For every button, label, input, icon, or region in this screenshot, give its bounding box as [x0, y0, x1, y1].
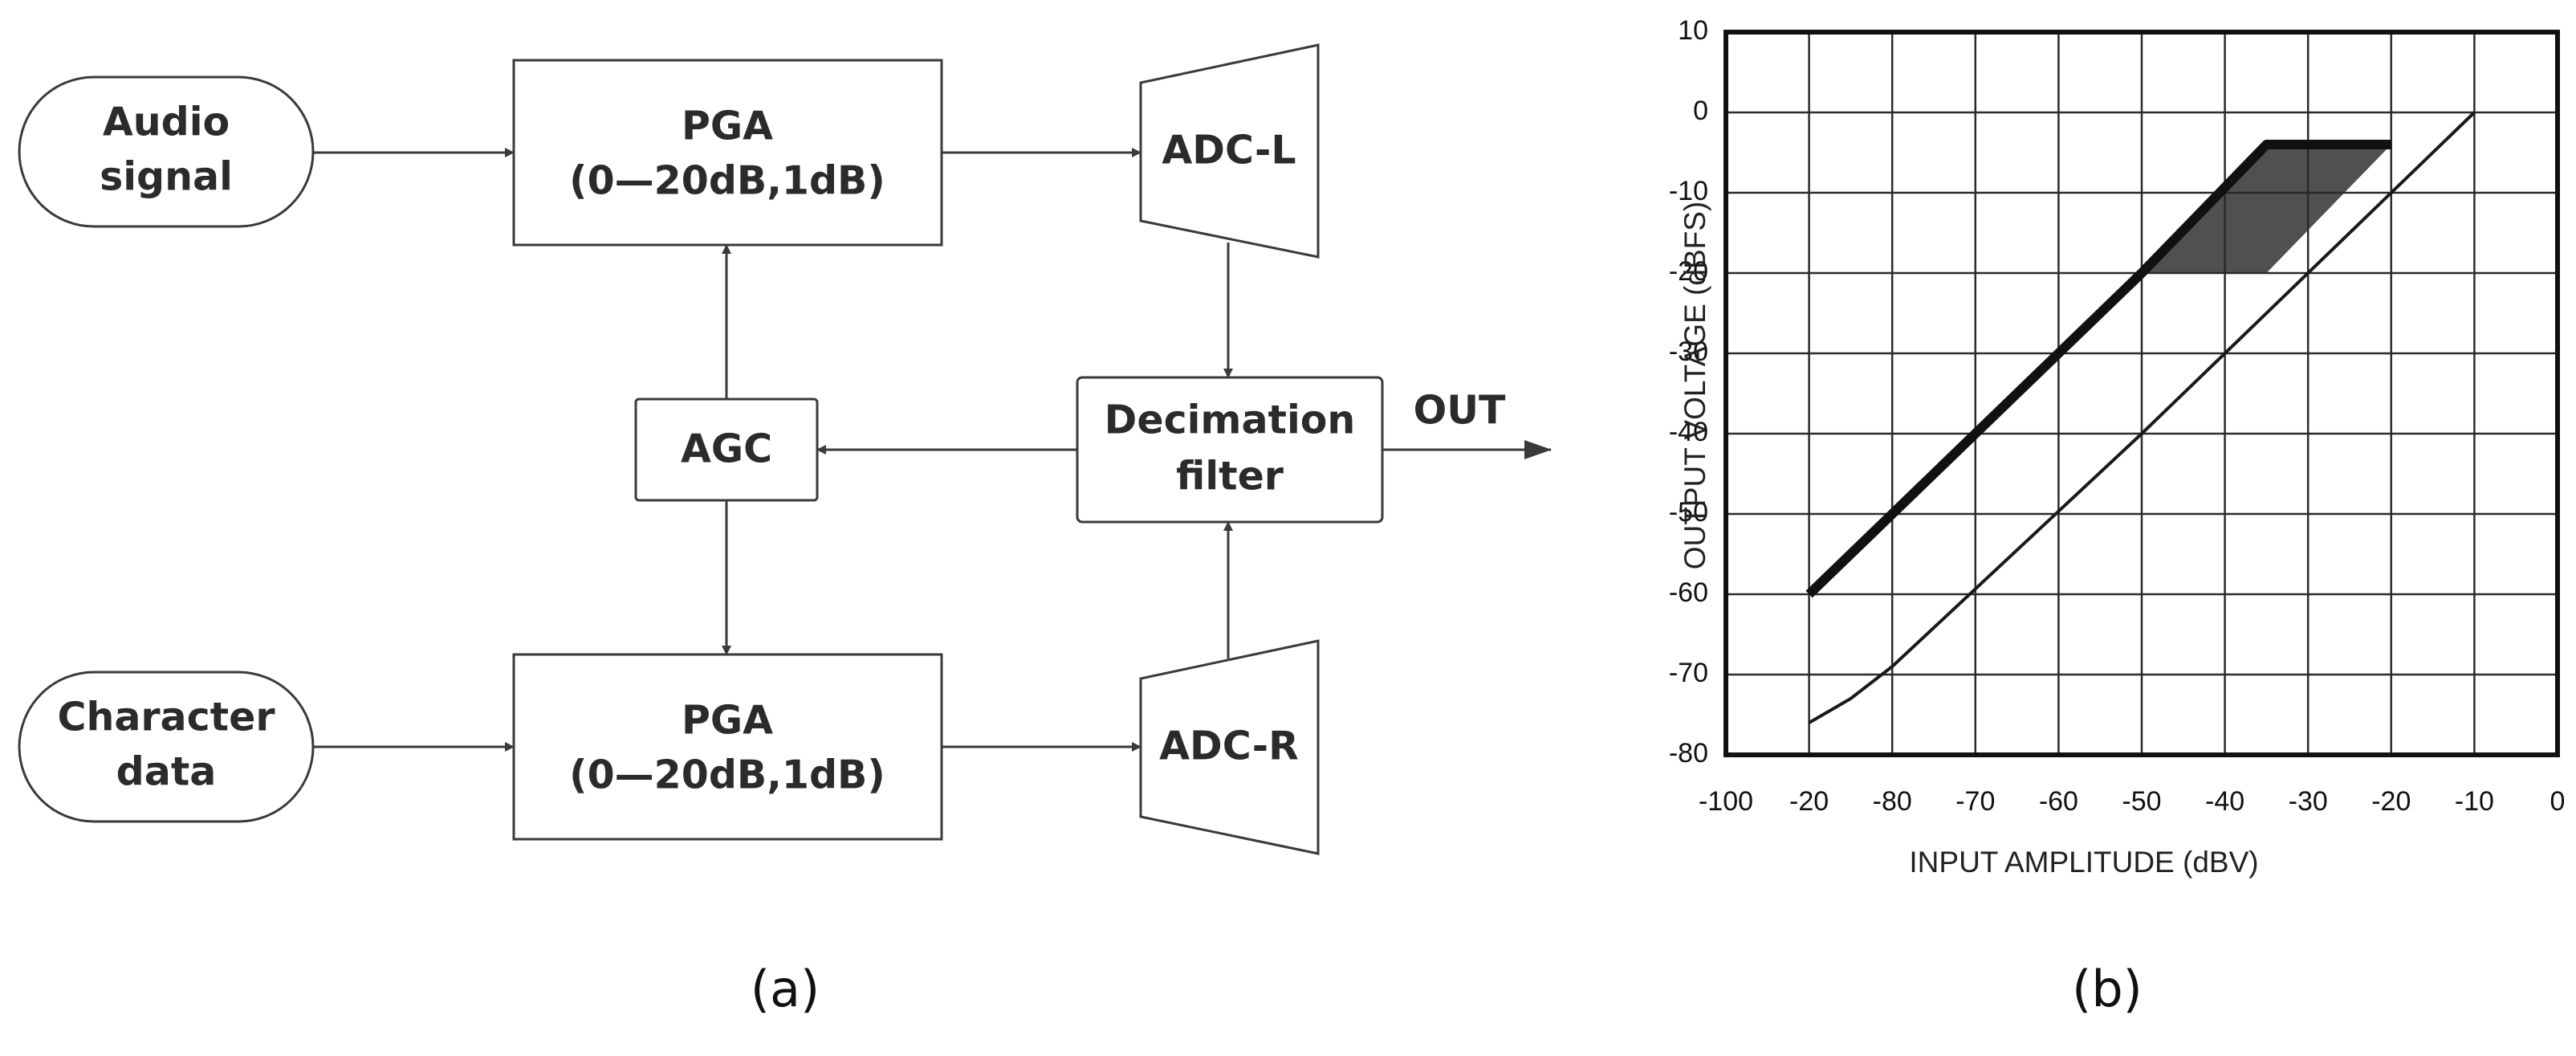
chart-y-ticks: 10 0 -10 -20 -30 -40 -50 -60 -70 -80 [1669, 15, 1708, 769]
chart-y-tick-label: -30 [1669, 336, 1708, 367]
chart-x-tick-label: -70 [1955, 786, 1995, 817]
character-data-label-2: data [116, 749, 217, 795]
chart-x-tick-label: -80 [1873, 786, 1912, 817]
adc-right-block: ADC-R [1139, 639, 1320, 855]
agc-label: AGC [681, 426, 772, 472]
chart-shaded-region [2142, 145, 2391, 273]
caption-a: (a) [751, 960, 820, 1018]
pga-bottom-label-1: PGA [682, 698, 773, 744]
adc-left-block: ADC-L [1139, 43, 1320, 259]
chart-y-tick-label: 0 [1693, 96, 1708, 126]
chart-x-tick-label: -60 [2039, 786, 2078, 817]
chart-x-tick-label: -30 [2289, 786, 2328, 817]
chart-series-thick [1805, 140, 2391, 598]
chart-y-tick-label: -60 [1669, 577, 1708, 608]
pga-top-label-2: (0—20dB,1dB) [569, 158, 885, 204]
pga-bottom-block: PGA (0—20dB,1dB) [512, 653, 943, 841]
chart-y-tick-label: -50 [1669, 497, 1708, 528]
chart-y-tick-label: -10 [1669, 176, 1708, 206]
chart-plot-frame [1723, 30, 2560, 757]
chart-y-tick-label: -20 [1669, 256, 1708, 287]
chart-y-tick-label: -40 [1669, 417, 1708, 447]
decimation-filter-block: Decimation filter [1076, 376, 1384, 524]
character-data-block: Character data [18, 671, 315, 823]
pga-top-label-1: PGA [682, 104, 773, 149]
chart-y-axis-label: OUTPUT VOLTAGE (dBFS) [1679, 202, 1711, 569]
chart-x-tick-label: -50 [2122, 786, 2161, 817]
chart-gridlines-vertical [1724, 32, 2559, 755]
pga-bottom-label-2: (0—20dB,1dB) [569, 752, 885, 798]
out-label: OUT [1414, 388, 1506, 434]
caption-b: (b) [2072, 960, 2143, 1018]
audio-signal-label-2: signal [100, 154, 233, 200]
chart-x-tick-label: -20 [2371, 786, 2411, 817]
chart-x-tick-label: -10 [2455, 786, 2494, 817]
chart-x-tick-label: -100 [1699, 786, 1753, 817]
block-diagram: Audio signal Character data PGA (0—20dB,… [18, 43, 1552, 1018]
chart-x-tick-label: -40 [2205, 786, 2244, 817]
decimation-label-2: filter [1176, 454, 1284, 499]
chart-x-axis-label: INPUT AMPLITUDE (dBV) [1909, 846, 2258, 879]
chart-x-tick-label: -20 [1789, 786, 1829, 817]
chart-y-tick-label: -70 [1669, 658, 1708, 688]
chart-y-tick-label: -80 [1669, 738, 1708, 769]
adc-right-label: ADC-R [1159, 724, 1299, 769]
adc-left-label: ADC-L [1162, 128, 1296, 173]
chart-x-tick-label: 0 [2550, 786, 2566, 817]
chart-series-thin [1808, 111, 2476, 724]
chart-y-tick-label: 10 [1678, 15, 1708, 46]
character-data-label-1: Character [57, 695, 275, 740]
audio-signal-label-1: Audio [103, 100, 230, 145]
agc-block: AGC [634, 398, 819, 502]
decimation-label-1: Decimation [1105, 398, 1356, 443]
pga-top-block: PGA (0—20dB,1dB) [512, 59, 943, 247]
audio-signal-block: Audio signal [18, 75, 315, 228]
